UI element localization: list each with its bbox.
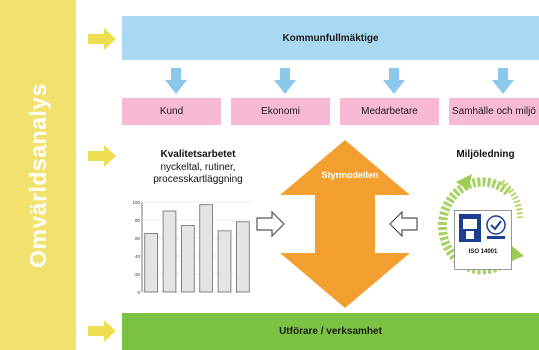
chart-bar [144, 233, 158, 293]
kommunfullmaktige-label: Kommunfullmäktige [282, 32, 379, 44]
chart-bar [236, 221, 250, 293]
omvarldsanalys-label: Omvärldsanalys [24, 82, 51, 268]
samhalle-och-miljo-label: Samhälle och miljö [452, 106, 536, 117]
ekonomi-box: Ekonomi [231, 98, 330, 125]
blue-arrow-samhalle [492, 68, 514, 94]
kvalitetsarbetet-subtitle: nyckeltal, rutiner, processkartläggning [132, 162, 264, 186]
chart-y-tick-label: 80 [135, 218, 141, 223]
chart-y-ticks: 0 20 40 60 80 100 [132, 200, 140, 295]
chart-bar [199, 204, 213, 293]
kvalitetsarbetet-subtitle-line2: processkartläggning [153, 174, 243, 185]
white-arrow-left [389, 210, 418, 238]
medarbetare-box: Medarbetare [340, 98, 439, 125]
omvarldsanalys-sidebar [0, 0, 76, 350]
yellow-arrow-top [88, 28, 116, 50]
chart-bar [181, 224, 195, 293]
chart-y-tick-label: 40 [135, 254, 141, 259]
samhalle-och-miljo-box: Samhälle och miljö [449, 98, 539, 125]
chart-y-tick-label: 60 [135, 236, 141, 241]
kvalitetsarbetet-subtitle-line1: nyckeltal, rutiner, [160, 162, 236, 173]
styrmodellen-arrow [280, 140, 410, 308]
kommunfullmaktige-box: Kommunfullmäktige [122, 16, 539, 60]
medarbetare-label: Medarbetare [361, 106, 418, 117]
kvalitet-bar-chart: 0 20 40 60 80 100 [132, 200, 252, 295]
chart-bar [162, 210, 177, 293]
omvarldsanalys-label-wrap: Omvärldsanalys [0, 0, 76, 350]
white-arrow-right [256, 210, 285, 238]
iso-certificate: ISO 14001 [454, 210, 512, 270]
chart-y-tick-label: 100 [132, 200, 140, 205]
chart-grid [142, 201, 252, 293]
yellow-arrow-middle [88, 145, 116, 167]
dnv-logo-icon [459, 214, 481, 242]
iso-label: ISO 14001 [468, 249, 498, 255]
chart-y-tick-label: 0 [137, 290, 140, 295]
blue-arrow-medarbetare [383, 68, 405, 94]
miljoledning-title: Miljöledning [456, 149, 515, 160]
chart-bars [144, 204, 250, 293]
accreditation-mark-icon [486, 215, 506, 239]
chart-bar [217, 230, 232, 293]
blue-arrow-ekonomi [274, 68, 296, 94]
ekonomi-label: Ekonomi [261, 106, 300, 117]
blue-arrow-kund [165, 68, 187, 94]
styrmodellen-label: Styrmodellen [321, 170, 379, 180]
utforare-verksamhet-box: Utförare / verksamhet [122, 313, 539, 350]
kund-box: Kund [122, 98, 221, 125]
kvalitetsarbetet-title: Kvalitetsarbetet [160, 149, 236, 160]
kund-label: Kund [159, 106, 184, 117]
yellow-arrow-bottom [88, 320, 116, 342]
chart-y-tick-label: 20 [135, 272, 141, 277]
utforare-verksamhet-label: Utförare / verksamhet [279, 326, 382, 337]
